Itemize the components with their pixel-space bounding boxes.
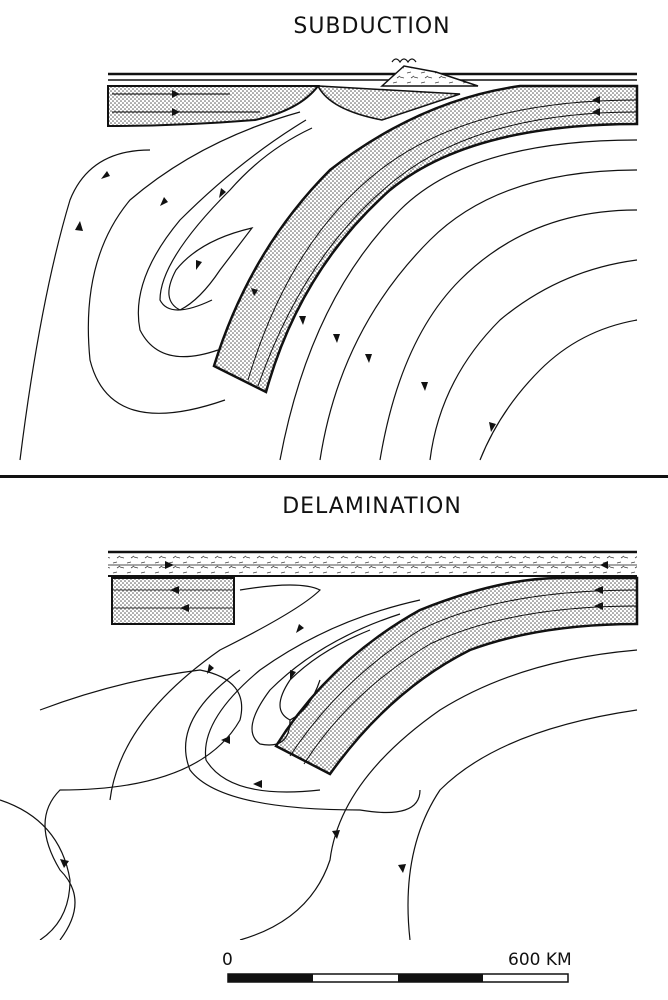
delam-flow-5 <box>185 669 421 814</box>
delamination-diagram <box>0 550 639 940</box>
left-plate <box>107 85 321 128</box>
mantle-flow-right-3 <box>379 209 638 461</box>
delam-flow-right-3 <box>0 799 71 940</box>
mantle-flow-left-3 <box>137 119 307 358</box>
volcano-icon <box>391 58 417 64</box>
mantle-flow-right-5 <box>479 319 638 461</box>
subduction-title: SUBDUCTION <box>293 14 451 39</box>
mantle-flow-left-2 <box>87 111 301 414</box>
mantle-flow-right-2 <box>319 169 638 461</box>
delam-flow-right-1 <box>239 649 638 940</box>
mantle-flow-left-4 <box>159 127 313 311</box>
delam-flow-1 <box>109 584 322 801</box>
subducting-slab <box>212 84 639 394</box>
mantle-flow-left-inner <box>168 227 254 311</box>
slab-flow-line-2 <box>257 111 638 387</box>
slab-flow-line <box>247 99 638 381</box>
mantle-flow-right-4 <box>429 259 638 461</box>
volcanic-arc <box>380 65 479 87</box>
panel-divider <box>0 475 668 478</box>
delam-flow-4 <box>279 629 371 721</box>
delamination-title: DELAMINATION <box>282 494 462 519</box>
delam-flow-2 <box>204 599 421 793</box>
delam-flow-right-2 <box>407 709 638 940</box>
delam-flow-outer-left <box>39 669 243 940</box>
mantle-flow-right-1 <box>279 139 638 461</box>
scale-start-label: 0 <box>222 950 233 970</box>
subduction-diagram <box>19 58 639 461</box>
delaminating-slab <box>274 576 639 776</box>
delam-flow-3 <box>251 613 401 746</box>
mantle-flow-left-outer <box>19 149 151 461</box>
scale-bar <box>227 973 569 983</box>
left-lithosphere-block <box>111 577 235 625</box>
scale-end-label: 600 KM <box>508 950 572 970</box>
trench-wedge <box>316 85 461 121</box>
